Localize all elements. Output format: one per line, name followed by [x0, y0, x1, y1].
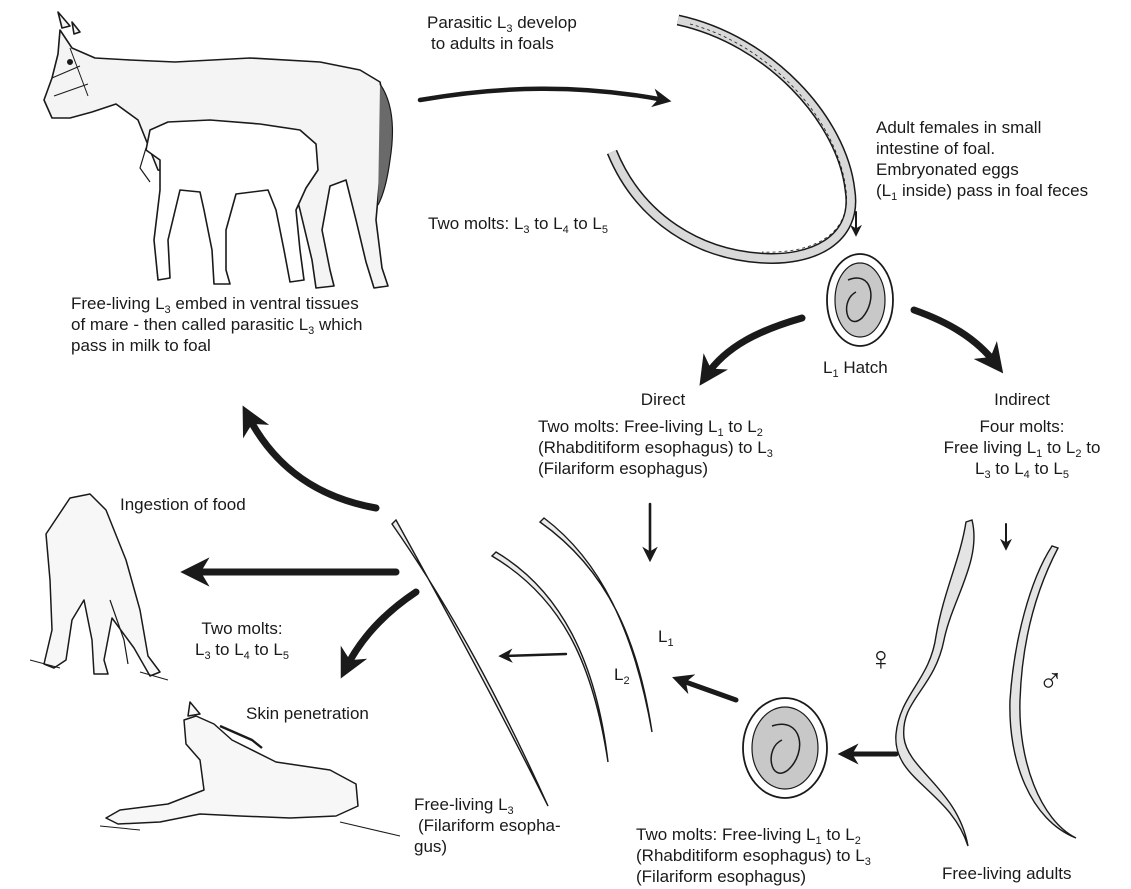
- label-direct-route: Direct Two molts: Free-living L1 to L2 (…: [528, 389, 798, 479]
- female-symbol-icon: ♀: [868, 642, 894, 676]
- label-parasitic-develop-line2: to adults in foals: [427, 33, 577, 54]
- rhabditiform-larvae-drawing: [492, 518, 652, 762]
- label-l1-hatch: L1 Hatch: [823, 357, 888, 378]
- grazing-foal-drawing: [30, 494, 168, 680]
- label-indirect-title: Indirect: [920, 389, 1124, 410]
- label-indirect-route: Indirect Four molts: Free living L1 to L…: [920, 389, 1124, 479]
- label-parasitic-develop-line1: Parasitic L3 develop: [427, 12, 577, 33]
- label-skin-penetration: Skin penetration: [246, 703, 369, 724]
- label-free-living-embed: Free-living L3 embed in ventral tissues …: [71, 293, 362, 356]
- arrow-l2-to-l3: [504, 654, 566, 656]
- egg-top-drawing: [827, 254, 893, 346]
- label-adult-females: Adult females in small intestine of foal…: [876, 117, 1088, 201]
- label-larva-l2: L2: [614, 664, 630, 685]
- arrow-to-mare: [248, 416, 376, 508]
- arrow-mare-to-adult-worm: [420, 89, 664, 100]
- label-direct-title: Direct: [528, 389, 798, 410]
- label-free-living-l3: Free-living L3 (Filariform esopha- gus): [414, 794, 561, 857]
- label-ingestion: Ingestion of food: [120, 494, 246, 515]
- arrow-to-skin-penetration: [346, 592, 416, 668]
- label-parasitic-develop: Parasitic L3 develop to adults in foals: [427, 12, 577, 54]
- label-free-living-adults: Free-living adults: [942, 863, 1071, 884]
- free-living-female-worm-drawing: [896, 520, 974, 846]
- arrow-egg-to-indirect: [914, 310, 996, 364]
- egg-bottom-drawing: [743, 698, 827, 798]
- male-symbol-icon: ♂: [1038, 664, 1064, 698]
- label-larva-l1: L1: [658, 626, 674, 647]
- label-two-molts-top: Two molts: L3 to L4 to L5: [428, 213, 608, 234]
- arrow-egg-to-l1: [680, 680, 736, 700]
- filariform-larva-drawing: [392, 520, 548, 806]
- label-two-molts-bottom: Two molts: Free-living L1 to L2 (Rhabdit…: [636, 824, 871, 887]
- arrow-egg-to-direct: [706, 318, 802, 376]
- mare-and-foal-drawing: [44, 12, 392, 288]
- label-two-molts-left: Two molts: L3 to L4 to L5: [180, 618, 304, 660]
- label-adult-females-line4: (L1 inside) pass in foal feces: [876, 180, 1088, 201]
- adult-female-worm-drawing: [612, 20, 851, 258]
